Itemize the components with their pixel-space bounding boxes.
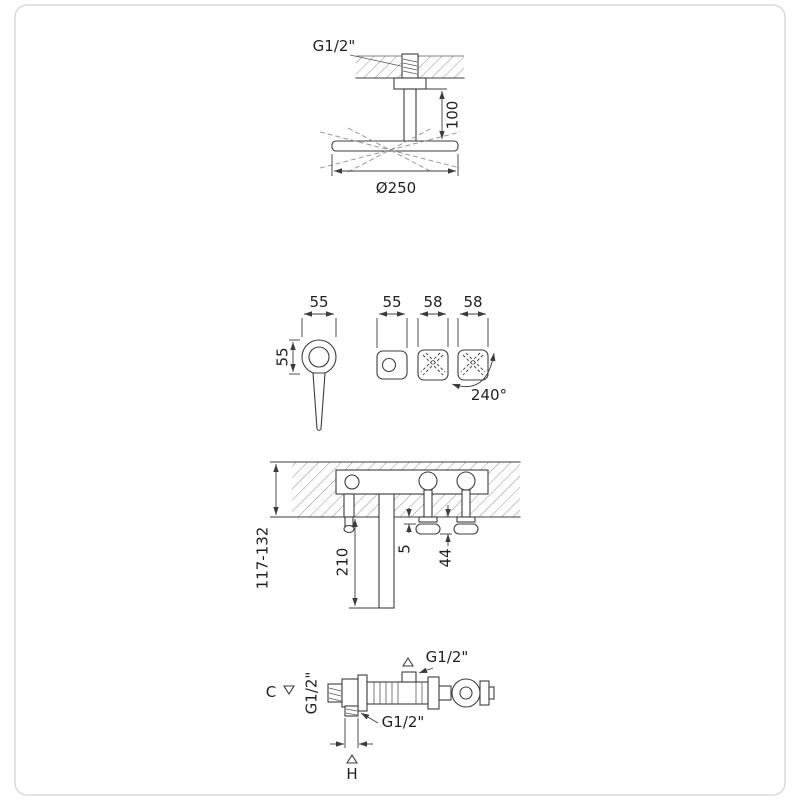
shower-head bbox=[331, 140, 459, 152]
hot-port-reference: H bbox=[330, 718, 373, 783]
handshower-outlet bbox=[343, 493, 355, 534]
width-dimensions: 55 55 58 58 bbox=[301, 293, 489, 348]
mounting-clip bbox=[479, 680, 490, 706]
bottom-port-leader bbox=[360, 712, 379, 724]
head-diameter-label: Ø250 bbox=[376, 179, 416, 197]
shower-arm-pipe bbox=[403, 88, 417, 142]
top-thread-label: G1/2" bbox=[313, 37, 356, 55]
rough-in-section-view: 117-132 210 5 44 bbox=[254, 461, 521, 609]
ceiling-escutcheon bbox=[393, 77, 427, 90]
handle1-width-label: 58 bbox=[423, 293, 442, 311]
valve-body bbox=[327, 671, 495, 717]
rotation-arc bbox=[451, 352, 496, 390]
top-port-leader bbox=[418, 667, 434, 674]
rotation-angle-label: 240° bbox=[471, 386, 507, 404]
hand-shower bbox=[301, 339, 337, 432]
valve-handle-1 bbox=[417, 349, 449, 381]
valve-handle-2 bbox=[457, 349, 489, 381]
spout-length-label: 210 bbox=[334, 548, 352, 577]
port-bottom bbox=[344, 705, 359, 717]
page-border-frame bbox=[14, 4, 786, 796]
handshower-trim-view: 55 55 58 58 55 bbox=[274, 293, 507, 432]
cold-marker-label: C bbox=[266, 683, 276, 701]
datum-triangle-hot bbox=[346, 753, 358, 764]
handshower-width-label: 55 bbox=[309, 293, 328, 311]
datum-triangle-cold bbox=[283, 685, 295, 696]
face-gap-label: 5 bbox=[396, 544, 414, 554]
overhead-shower-view: G1/2" 100 Ø250 bbox=[313, 37, 465, 197]
port-top bbox=[401, 671, 417, 683]
spout bbox=[378, 493, 395, 609]
spray-pattern-icon bbox=[319, 127, 461, 173]
cartridge-2 bbox=[456, 471, 476, 491]
spout-length-dimension: 210 bbox=[334, 519, 379, 609]
outlet-width-label: 55 bbox=[382, 293, 401, 311]
thread-leader-line bbox=[349, 54, 402, 67]
body-left-thread-label: G1/2" bbox=[303, 672, 321, 715]
mounting-depth-label: 117-132 bbox=[254, 527, 272, 590]
body-end-cap bbox=[451, 678, 481, 708]
outlet-connection bbox=[344, 474, 360, 490]
handshower-height-dimension: 55 bbox=[274, 339, 300, 375]
handle2-width-label: 58 bbox=[463, 293, 482, 311]
diameter-dimension: Ø250 bbox=[331, 154, 459, 197]
cartridge-1 bbox=[418, 471, 438, 491]
handle-depth-dimension: 44 bbox=[437, 505, 455, 568]
drop-dimension-label: 100 bbox=[444, 101, 462, 130]
valve-body-side-view: C G1/2" bbox=[266, 648, 495, 783]
datum-triangle-top bbox=[402, 656, 414, 667]
handshower-height-label: 55 bbox=[274, 347, 292, 366]
valve-trim-1 bbox=[415, 489, 441, 535]
hot-marker-label: H bbox=[346, 765, 357, 783]
valve-trim-2 bbox=[453, 489, 479, 535]
face-gap-dimension: 5 bbox=[396, 508, 416, 554]
body-bottom-thread-label: G1/2" bbox=[382, 713, 425, 731]
inlet-thread bbox=[401, 53, 419, 79]
mounting-depth-dimension: 117-132 bbox=[254, 461, 292, 590]
shower-bracket bbox=[376, 350, 408, 380]
body-top-thread-label: G1/2" bbox=[426, 648, 469, 666]
handle-depth-label: 44 bbox=[437, 548, 455, 567]
